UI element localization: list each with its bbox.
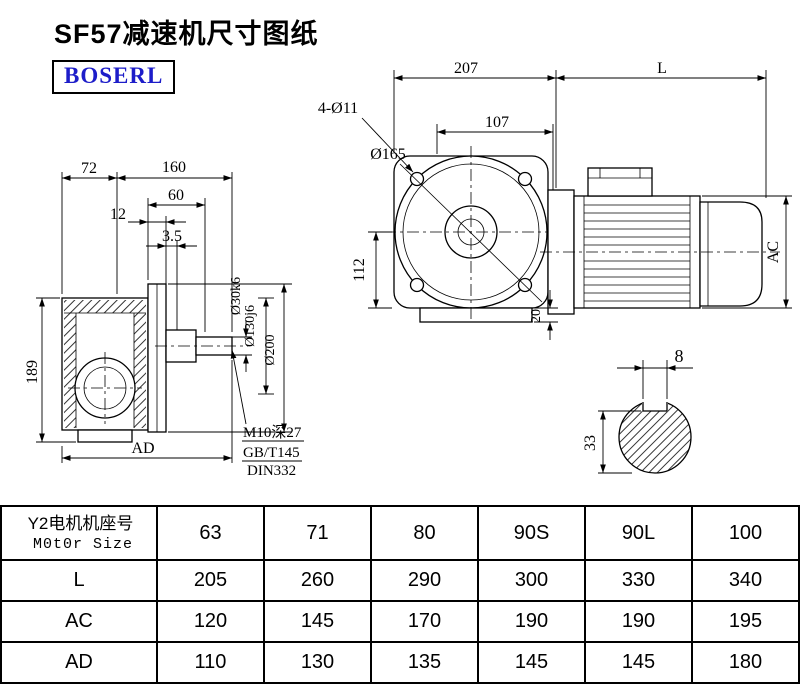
table-cell: 205 (156, 559, 265, 602)
table-cell: 110 (156, 641, 265, 684)
table-row-l: L 205 260 290 300 330 340 (0, 559, 800, 602)
table-cell-size: 90L (584, 505, 693, 561)
dim-bolt-holes-label: 4-Ø11 (318, 100, 358, 117)
table-cell: 170 (370, 600, 479, 643)
table-cell: 180 (691, 641, 800, 684)
dimension-drawing: 72 160 60 12 3.5 189 AD (24, 60, 792, 479)
table-cell: 135 (370, 641, 479, 684)
table-cell: 130 (263, 641, 372, 684)
dim-160-label: 160 (162, 159, 186, 176)
table-cell-size: 100 (691, 505, 800, 561)
dim-12-label: 12 (110, 206, 126, 223)
dim-33-label: 33 (582, 435, 599, 451)
spec-table: Y2电机机座号 M0t0r Size 63 71 80 90S 90L 100 … (0, 505, 800, 684)
row-label: L (0, 559, 158, 602)
side-view-geometry (61, 283, 248, 443)
table-cell: 300 (477, 559, 586, 602)
table-row-motor-size: Y2电机机座号 M0t0r Size 63 71 80 90S 90L 100 (0, 505, 800, 561)
table-cell: 340 (691, 559, 800, 602)
table-cell-size: 63 (156, 505, 265, 561)
dim-112-label: 112 (351, 258, 368, 281)
row-label: AC (0, 600, 158, 643)
dim-ad-label: AD (131, 440, 154, 457)
table-row-ac: AC 120 145 170 190 190 195 (0, 600, 800, 643)
table-cell: 120 (156, 600, 265, 643)
shaft-section-view: 8 33 (582, 346, 693, 474)
dia-spigot-label: Ø130j6 (243, 305, 258, 347)
side-view: 72 160 60 12 3.5 189 AD (24, 159, 304, 479)
front-view-dimensions: 207 L 4-Ø11 107 Ø165 112 20 AC (318, 60, 792, 340)
table-cell-size: 90S (477, 505, 586, 561)
table-cell: 145 (263, 600, 372, 643)
page-title: SF57减速机尺寸图纸 (54, 19, 319, 49)
table-cell-size: 71 (263, 505, 372, 561)
dim-ac-label: AC (765, 241, 782, 263)
table-cell-size: 80 (370, 505, 479, 561)
side-view-dimensions: 72 160 60 12 3.5 189 AD (24, 159, 304, 479)
motor-size-header-cell: Y2电机机座号 M0t0r Size (0, 505, 158, 561)
table-cell: 145 (584, 641, 693, 684)
table-row-ad: AD 110 130 135 145 145 180 (0, 641, 800, 684)
brand-text: BOSERL (64, 63, 164, 88)
dim-72-label: 72 (81, 160, 97, 177)
shaft-section-dimensions: 8 33 (582, 346, 693, 474)
dia-165-label: Ø165 (370, 146, 406, 163)
table-cell: 195 (691, 600, 800, 643)
motor-size-label-cn: Y2电机机座号 (27, 514, 134, 534)
dim-l-label: L (657, 60, 667, 77)
dia-shaft-label: Ø30k6 (229, 277, 244, 315)
motor-size-label-en: M0t0r Size (32, 536, 133, 554)
table-cell: 145 (477, 641, 586, 684)
table-cell: 260 (263, 559, 372, 602)
table-cell: 290 (370, 559, 479, 602)
dim-3-5-label: 3.5 (162, 228, 182, 245)
row-label: AD (0, 641, 158, 684)
front-view: 207 L 4-Ø11 107 Ø165 112 20 AC (318, 60, 792, 340)
dim-60-label: 60 (168, 187, 184, 204)
dim-207-label: 207 (454, 60, 478, 77)
dim-189-label: 189 (24, 360, 41, 384)
table-cell: 330 (584, 559, 693, 602)
front-view-geometry (384, 146, 780, 323)
note-tap-label: M10深27 (243, 424, 302, 441)
dia-flange-label: Ø200 (263, 334, 278, 365)
dim-20-label: 20 (529, 309, 544, 323)
note-gb-label: GB/T145 (243, 445, 300, 461)
dim-key-width-label: 8 (675, 346, 684, 366)
brand-logo: BOSERL (52, 60, 176, 94)
table-cell: 190 (584, 600, 693, 643)
dim-107-label: 107 (485, 114, 509, 131)
shaft-section-geometry (618, 397, 692, 474)
table-cell: 190 (477, 600, 586, 643)
note-din-label: DIN332 (247, 463, 296, 479)
